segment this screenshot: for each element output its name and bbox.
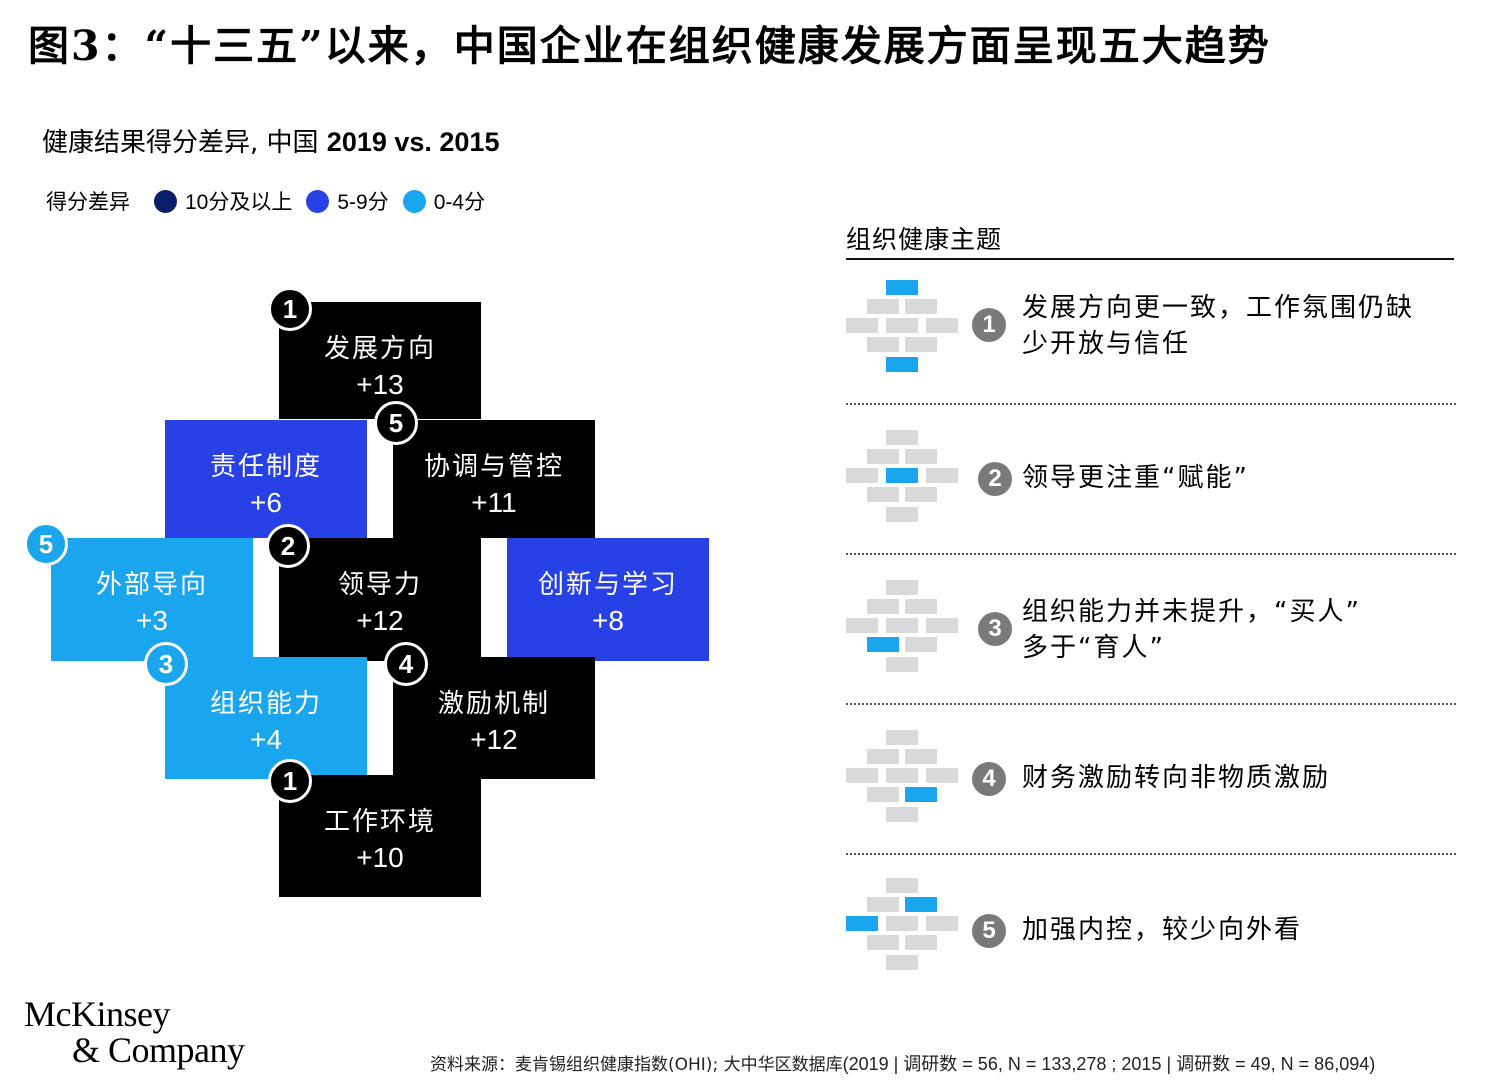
tile-direction: 发展方向 +13 (279, 302, 481, 419)
theme-row-2: 2 领导更注重“赋能” (846, 422, 1458, 572)
badge-motivation: 4 (384, 642, 428, 686)
badge-leadership: 2 (266, 524, 310, 568)
legend-item-mid: 5-9分 (306, 186, 389, 216)
tile-name: 责任制度 (209, 452, 322, 482)
tile-value: +12 (470, 724, 518, 755)
themes-heading: 组织健康主题 (846, 225, 1003, 254)
theme-text-line1: 领导更注重“赋能” (1022, 463, 1249, 493)
subtitle-prefix: 健康结果得分差异, 中国 (42, 128, 327, 158)
badge-work-environment: 1 (268, 759, 312, 803)
theme-number: 5 (972, 914, 1006, 948)
tile-value: +8 (592, 605, 624, 636)
theme-row-3: 3 组织能力并未提升，“买人” 多于“育人” (846, 572, 1458, 722)
brick-icon (846, 430, 958, 522)
theme-row-4: 4 财务激励转向非物质激励 (846, 722, 1458, 872)
brick-icon (846, 730, 958, 822)
legend-text-high: 10分及以上 (185, 191, 293, 214)
tile-external-orientation: 外部导向 +3 (51, 538, 253, 661)
theme-text: 领导更注重“赋能” (1022, 460, 1249, 496)
logo-line1: McKinsey (24, 994, 170, 1034)
badge-capabilities: 3 (144, 642, 188, 686)
theme-number: 4 (972, 762, 1006, 796)
theme-row-1: 1 发展方向更一致，工作氛围仍缺 少开放与信任 (846, 272, 1458, 422)
legend-dot-mid (306, 189, 330, 213)
theme-number: 2 (978, 462, 1012, 496)
tile-leadership: 领导力 +12 (279, 538, 481, 661)
tile-value: +3 (136, 605, 168, 636)
tile-name: 发展方向 (323, 334, 436, 364)
subtitle-years: 2019 vs. 2015 (326, 127, 500, 157)
theme-text: 组织能力并未提升，“买人” 多于“育人” (1022, 594, 1361, 666)
theme-text-line2: 少开放与信任 (1022, 329, 1191, 359)
badge-coordination-control: 5 (374, 401, 418, 445)
theme-text-line1: 组织能力并未提升，“买人” (1022, 597, 1361, 627)
tile-motivation: 激励机制 +12 (393, 657, 595, 779)
tile-accountability: 责任制度 +6 (165, 420, 367, 538)
legend-item-low: 0-4分 (402, 186, 486, 216)
theme-text: 发展方向更一致，工作氛围仍缺 少开放与信任 (1022, 290, 1414, 362)
theme-text: 加强内控，较少向外看 (1022, 912, 1302, 948)
tile-innovation-learning: 创新与学习 +8 (507, 538, 709, 661)
badge-direction: 1 (268, 287, 312, 331)
legend-label: 得分差异 (46, 190, 130, 214)
brick-icon (846, 878, 958, 970)
divider (846, 403, 1456, 405)
mckinsey-logo: McKinsey & Company (24, 996, 245, 1068)
tile-work-environment: 工作环境 +10 (279, 775, 481, 897)
source-note: 资料来源：麦肯锡组织健康指数(OHI); 大中华区数据库(2019 | 调研数 … (430, 1050, 1375, 1076)
divider (846, 853, 1456, 855)
tile-name: 组织能力 (209, 689, 322, 719)
legend: 得分差异 10分及以上 5-9分 0-4分 (46, 186, 499, 216)
theme-row-5: 5 加强内控，较少向外看 (846, 870, 1458, 1020)
tile-name: 工作环境 (323, 807, 436, 837)
legend-text-low: 0-4分 (433, 191, 486, 214)
theme-text: 财务激励转向非物质激励 (1022, 760, 1330, 796)
legend-text-mid: 5-9分 (337, 191, 389, 214)
theme-number: 1 (972, 308, 1006, 342)
tile-value: +11 (471, 487, 517, 518)
brick-icon (846, 580, 958, 672)
divider (846, 703, 1456, 705)
tile-value: +12 (356, 605, 404, 636)
themes-heading-rule (846, 258, 1454, 260)
tile-value: +13 (356, 369, 404, 400)
badge-external-orientation: 5 (24, 522, 68, 566)
tile-value: +6 (250, 487, 282, 518)
tile-name: 外部导向 (95, 570, 208, 600)
legend-item-high: 10分及以上 (154, 186, 292, 216)
theme-text-line1: 加强内控，较少向外看 (1022, 915, 1303, 945)
theme-number: 3 (978, 612, 1012, 646)
brick-icon (846, 280, 958, 372)
theme-text-line2: 多于“育人” (1022, 633, 1165, 663)
legend-dot-low (402, 189, 426, 213)
tile-name: 创新与学习 (537, 570, 678, 600)
tile-name: 激励机制 (437, 689, 550, 719)
tile-value: +4 (250, 724, 282, 755)
legend-dot-high (154, 189, 177, 213)
source-prefix: 资料来源：麦肯锡组织健康指数(OHI); 大中华区数据库 (430, 1055, 843, 1075)
tile-capabilities: 组织能力 +4 (165, 657, 367, 779)
theme-text-line1: 发展方向更一致，工作氛围仍缺 (1022, 293, 1415, 323)
theme-text-line1: 财务激励转向非物质激励 (1022, 763, 1331, 793)
tile-coordination-control: 协调与管控 +11 (393, 420, 595, 538)
page-title: 图3：“十三五”以来，中国企业在组织健康发展方面呈现五大趋势 (28, 22, 1271, 70)
source-detail: (2019 | 调研数 = 56, N = 133,278 ; 2015 | 调… (842, 1054, 1376, 1074)
chart-subtitle: 健康结果得分差异, 中国 2019 vs. 2015 (42, 122, 499, 159)
divider (846, 553, 1456, 555)
tile-name: 协调与管控 (423, 452, 564, 482)
logo-line2: & Company (72, 1030, 245, 1070)
tile-value: +10 (356, 842, 404, 873)
tile-name: 领导力 (337, 570, 422, 600)
